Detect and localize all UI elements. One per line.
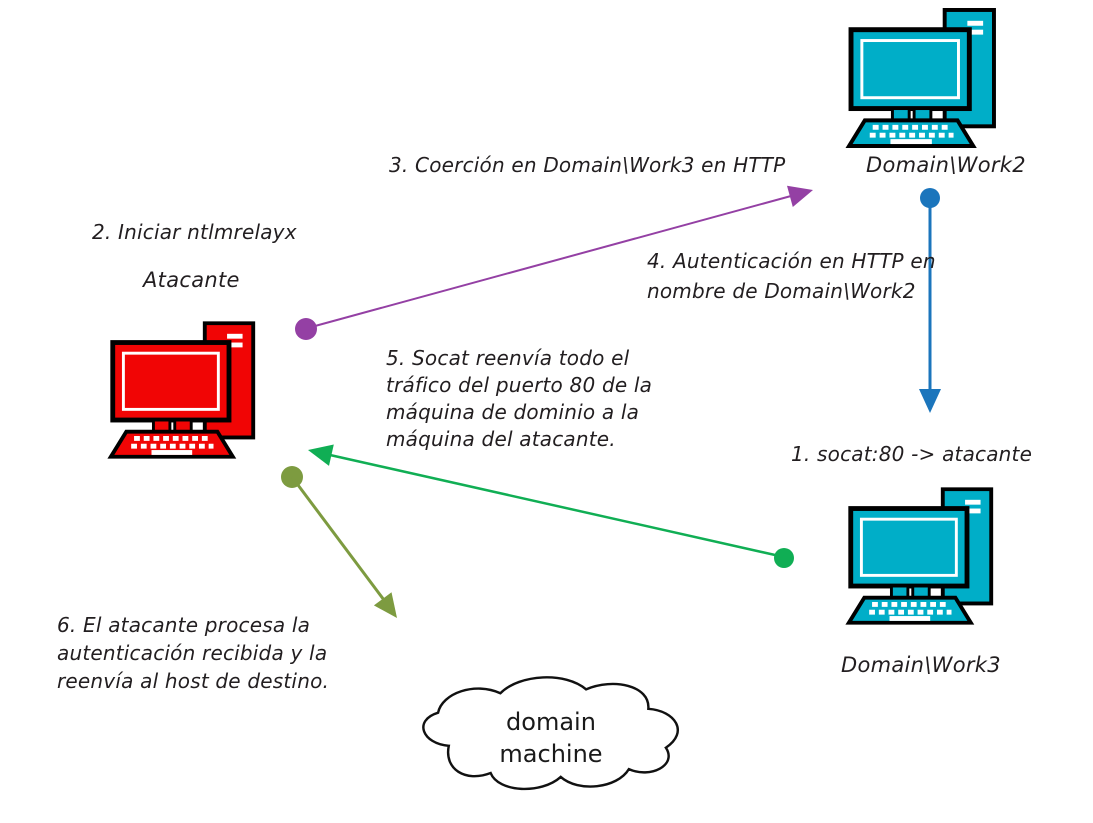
- work2-label: Domain\Work2: [866, 153, 1026, 177]
- domain-machine-node: domain machine: [405, 668, 697, 808]
- attacker-label: Atacante: [143, 268, 240, 292]
- relay-arrow: [281, 466, 397, 618]
- step1-label: 1. socat:80 -> atacante: [791, 442, 1033, 466]
- step2-label: 2. Iniciar ntlmrelayx: [92, 220, 297, 244]
- work3-computer-icon: [843, 487, 998, 625]
- work2-computer-icon: [843, 8, 1001, 148]
- domain-machine-label: domain machine: [499, 708, 603, 768]
- cloud-icon: [422, 676, 679, 791]
- attacker-computer-icon: [105, 320, 260, 460]
- step4-label: 4. Autenticación en HTTP en nombre de Do…: [647, 249, 936, 303]
- work3-label: Domain\Work3: [841, 653, 1001, 677]
- socat-forward-arrow: [308, 444, 794, 568]
- step6-label: 6. El atacante procesa la autenticación …: [57, 613, 330, 693]
- step5-label: 5. Socat reenvía todo el tráfico del pue…: [386, 346, 653, 451]
- step3-label: 3. Coerción en Domain\Work3 en HTTP: [389, 153, 786, 177]
